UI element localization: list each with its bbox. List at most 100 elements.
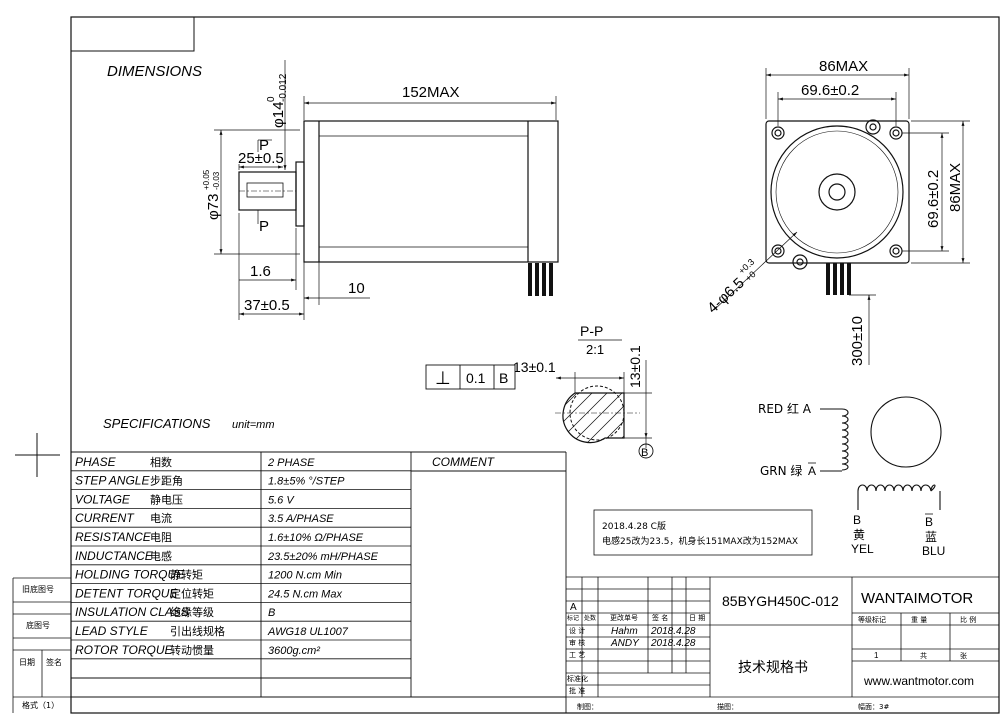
tb-grade: 等级标记 (858, 615, 886, 624)
title-block-grid (566, 576, 999, 698)
sheet-total-no: 1 (874, 651, 879, 660)
specs-title: SPECIFICATIONS (103, 416, 211, 431)
rev-letter: A (570, 602, 577, 613)
spec-name: INSULATION CLASS (75, 605, 189, 619)
tb-weight: 重 量 (911, 616, 927, 624)
section-mark-bottom: P (259, 218, 269, 235)
registration-cross (15, 433, 60, 477)
tb-review: 审 核 (569, 638, 585, 647)
spec-value: 24.5 N.cm Max (267, 588, 342, 600)
wire-b-left: B (853, 513, 861, 527)
spec-name-cn: 转动惯量 (170, 643, 214, 657)
spec-name: PHASE (75, 455, 117, 469)
front-dim-lines (713, 68, 970, 365)
left-margin-grid (12, 577, 71, 713)
svg-text:-0.012: -0.012 (278, 73, 289, 102)
review-date: 2018.4.28 (650, 638, 696, 649)
svg-text:4-φ6.5: 4-φ6.5 (704, 275, 748, 317)
spec-name-cn: 引出线规格 (170, 624, 225, 638)
sheet-size: 幅面：3# (858, 702, 889, 711)
side-view (238, 120, 559, 263)
lead-wires-side (528, 263, 553, 296)
spec-name-cn: 绝缘等级 (170, 605, 214, 619)
spec-table-grid (71, 451, 567, 713)
datum-b: B (641, 447, 648, 459)
format-label: 格式（1） (22, 700, 59, 710)
spec-value: 23.5±20% mH/PHASE (267, 551, 379, 563)
margin-date: 日期 (19, 658, 35, 667)
section-scale: 2:1 (586, 342, 604, 357)
shaft-length-dim: 37±0.5 (244, 297, 290, 314)
specs-unit: unit=mm (232, 419, 275, 431)
spec-name: CURRENT (75, 511, 135, 525)
tb-approve: 批 准 (569, 686, 585, 695)
spec-name: DETENT TORQUE (75, 586, 178, 600)
wire-grn-label: GRN 绿 (760, 463, 802, 478)
hole-spacing-h-dim: 69.6±0.2 (801, 82, 859, 99)
spec-name: LEAD STYLE (75, 624, 149, 638)
spec-name: RESISTANCE (75, 530, 152, 544)
margin-sign: 签名 (46, 657, 62, 667)
height-max-dim: 86MAX (947, 163, 964, 212)
spec-name: VOLTAGE (75, 492, 131, 506)
perpendicularity-frame (425, 364, 516, 390)
website: www.wantmotor.com (863, 674, 974, 688)
width-max-dim: 86MAX (819, 58, 868, 75)
spec-value: 5.6 V (268, 494, 295, 506)
coil-b (857, 484, 941, 510)
revision-note-line1: 2018.4.28 C版 (602, 520, 666, 532)
spec-name-cn: 相数 (150, 456, 172, 469)
pilot-dia-dim: φ73 +0.05 -0.03 (202, 169, 222, 220)
spec-name-cn: 电阻 (150, 531, 172, 544)
spec-value: 3600g.cm² (268, 645, 320, 657)
front-view (765, 119, 910, 270)
svg-text:0: 0 (266, 96, 277, 102)
tb-change-no: 更改单号 (610, 613, 638, 622)
spec-value: 3.5 A/PHASE (268, 513, 334, 525)
spec-name-cn: 定位转矩 (170, 586, 214, 600)
wire-b-left-cn: 黄 (853, 528, 865, 542)
wire-b-left-en: YEL (851, 542, 874, 556)
wire-grn-phase: A (808, 464, 816, 478)
side-dim-lines (214, 60, 557, 320)
key-height-dim: 13±0.1 (627, 345, 643, 388)
shaft-dia-dim: φ14 0 -0.012 (266, 73, 289, 128)
perp-datum: B (499, 370, 508, 386)
sheet-label: 张 (960, 651, 967, 660)
wire-b-right: B (925, 515, 933, 529)
wire-b-right-cn: 蓝 (925, 530, 937, 544)
model-number: 85BYGH450C-012 (722, 593, 839, 609)
spec-name: STEP ANGLE (75, 474, 150, 488)
rotor-symbol (870, 396, 942, 468)
spec-name-cn: 静电压 (150, 492, 183, 506)
spec-name-cn: 步距角 (150, 475, 183, 488)
spec-name-cn: 静转矩 (170, 568, 203, 582)
section-title: P-P (580, 323, 603, 339)
tb-design: 设 计 (569, 626, 585, 635)
section-mark-top: P (259, 137, 269, 154)
hole-spacing-v-dim: 69.6±0.2 (925, 170, 942, 228)
wire-red-label: RED 红 A (758, 401, 812, 416)
spec-name-cn: 电流 (150, 511, 172, 525)
tb-date: 日 期 (689, 614, 705, 622)
spec-value: B (268, 607, 275, 619)
perp-tol: 0.1 (466, 370, 486, 386)
spec-name: INDUCTANCE (75, 549, 154, 563)
drawn-by: 制图： (577, 702, 598, 711)
svg-text:φ14: φ14 (270, 102, 287, 128)
design-date: 2018.4.28 (650, 626, 696, 637)
doc-title: 技术规格书 (738, 660, 808, 676)
company-name: WANTAIMOTOR (861, 590, 973, 607)
dimensions-title: DIMENSIONS (107, 63, 202, 80)
tb-count: 处数 (584, 614, 596, 622)
reviewer-name: ANDY (610, 638, 640, 649)
tb-sign: 签 名 (652, 613, 668, 622)
body-length-dim: 152MAX (402, 84, 460, 101)
base-drawing-no: 底图号 (26, 620, 50, 630)
tb-process: 工 艺 (569, 651, 585, 659)
pilot-depth-dim: 10 (348, 280, 365, 297)
corner-box (70, 16, 195, 52)
section-shape (555, 360, 654, 459)
key-length-dim: 25±0.5 (238, 150, 284, 167)
